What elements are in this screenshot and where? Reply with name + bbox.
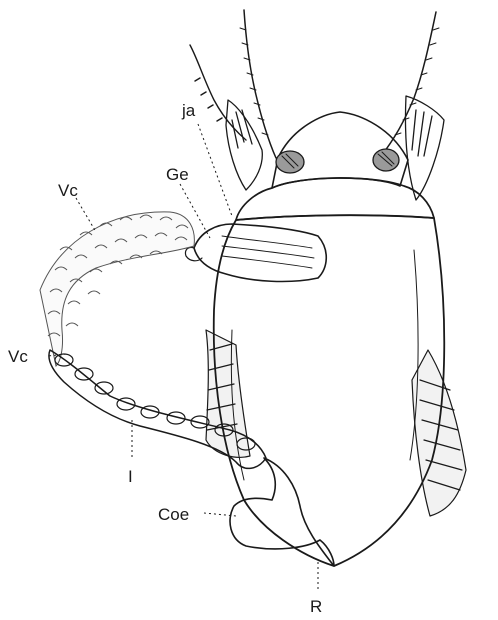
- body: [214, 215, 445, 566]
- vesicle-cluster: [40, 212, 194, 366]
- label-r: R: [310, 597, 322, 616]
- pronotum: [236, 178, 434, 220]
- left-eye: [276, 151, 304, 173]
- label-i: I: [128, 467, 133, 486]
- hind-legs: [206, 330, 466, 516]
- label-vc-bottom: Vc: [8, 347, 28, 366]
- front-legs: [226, 96, 444, 200]
- right-eye: [373, 149, 399, 171]
- label-ge: Ge: [166, 165, 189, 184]
- label-vc-top: Vc: [58, 181, 78, 200]
- label-ja: ja: [181, 101, 196, 120]
- coe-sac: [230, 458, 334, 566]
- label-coe: Coe: [158, 505, 189, 524]
- head: [272, 112, 408, 188]
